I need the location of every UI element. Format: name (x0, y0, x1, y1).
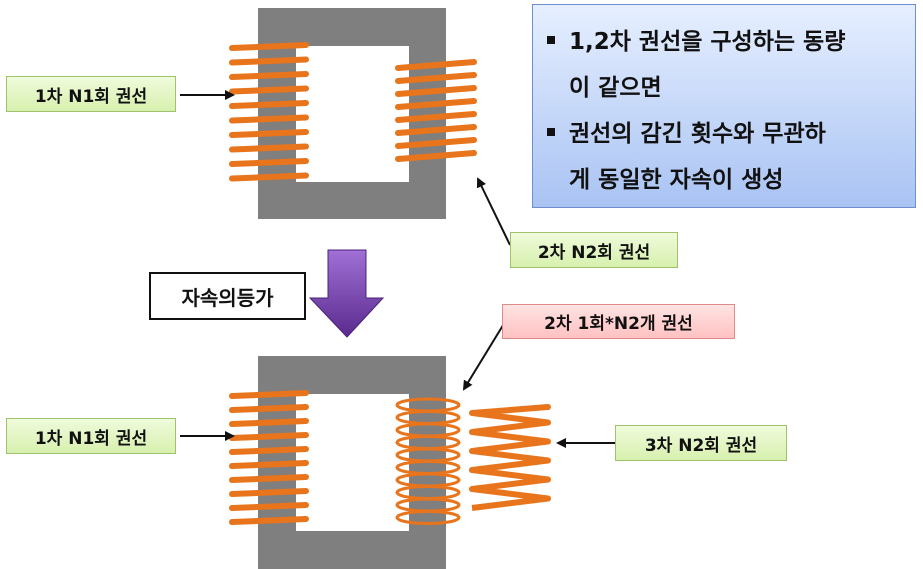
coil-turn (395, 59, 477, 71)
label-bottom-secondary: 2차 1회*N2개 권선 (502, 304, 735, 339)
coil-turn (229, 404, 309, 413)
coil-turn (229, 488, 309, 497)
coil-turn (229, 129, 309, 138)
coil-turn (395, 85, 477, 97)
coil-turn (229, 100, 309, 109)
label-flux-equivalence: 자속의등가 (149, 272, 306, 320)
info-bullet-2-line1: 권선의 감긴 횟수와 무관하 (569, 121, 826, 147)
coil-turn (395, 111, 477, 123)
coil-turn (395, 150, 477, 162)
equivalence-down-arrow (308, 249, 385, 338)
coil-turn (229, 516, 309, 525)
bottom-primary-coil (229, 390, 309, 525)
coil-turn (229, 42, 309, 51)
label-bottom-primary: 1차 N1회 권선 (6, 418, 176, 454)
info-box: 1,2차 권선을 구성하는 동량 이 같으면 권선의 감긴 횟수와 무관하 게 … (532, 4, 916, 208)
coil-turn (229, 71, 309, 80)
coil-turn (229, 432, 309, 441)
info-bullet-1: 1,2차 권선을 구성하는 동량 이 같으면 (547, 19, 905, 111)
coil-turn (229, 474, 309, 483)
coil-turn (229, 56, 309, 66)
top-primary-coil (229, 42, 309, 182)
label-top-secondary: 2차 N2회 권선 (510, 232, 678, 268)
coil-turn (229, 502, 309, 511)
coil-turn (229, 418, 309, 427)
top-transformer-core (258, 8, 446, 219)
label-bottom-tertiary: 3차 N2회 권선 (615, 425, 787, 461)
coil-turn (229, 460, 309, 469)
coil-turn (229, 390, 309, 399)
coil-turn (229, 172, 309, 182)
coil-turn (395, 98, 477, 110)
coil-turn (229, 446, 309, 455)
bullet-square-icon (547, 36, 555, 44)
arrow-bottom-secondary (462, 321, 506, 391)
zigzag-winding (469, 410, 551, 511)
coil-turn (395, 137, 477, 149)
coil-turn (229, 114, 309, 124)
info-bullet-1-line2: 이 같으면 (569, 75, 662, 101)
label-top-primary: 1차 N1회 권선 (6, 76, 176, 112)
top-secondary-coil (395, 59, 477, 162)
coil-turn (395, 72, 477, 84)
ring-turn (395, 510, 461, 525)
info-bullet-2-line2: 게 동일한 자속이 생성 (569, 167, 784, 193)
coil-turn (469, 404, 551, 416)
info-bullet-1-line1: 1,2차 권선을 구성하는 동량 (569, 29, 846, 55)
info-bullet-2: 권선의 감긴 횟수와 무관하 게 동일한 자속이 생성 (547, 111, 905, 203)
bottom-secondary-ring-coils (395, 397, 461, 525)
bottom-tertiary-coil (469, 404, 551, 511)
arrow-top-secondary (476, 177, 511, 246)
coil-turn (395, 124, 477, 136)
coil-turn (229, 143, 309, 153)
coil-turn (229, 85, 309, 95)
bullet-square-icon (547, 128, 555, 136)
coil-turn (229, 158, 309, 167)
